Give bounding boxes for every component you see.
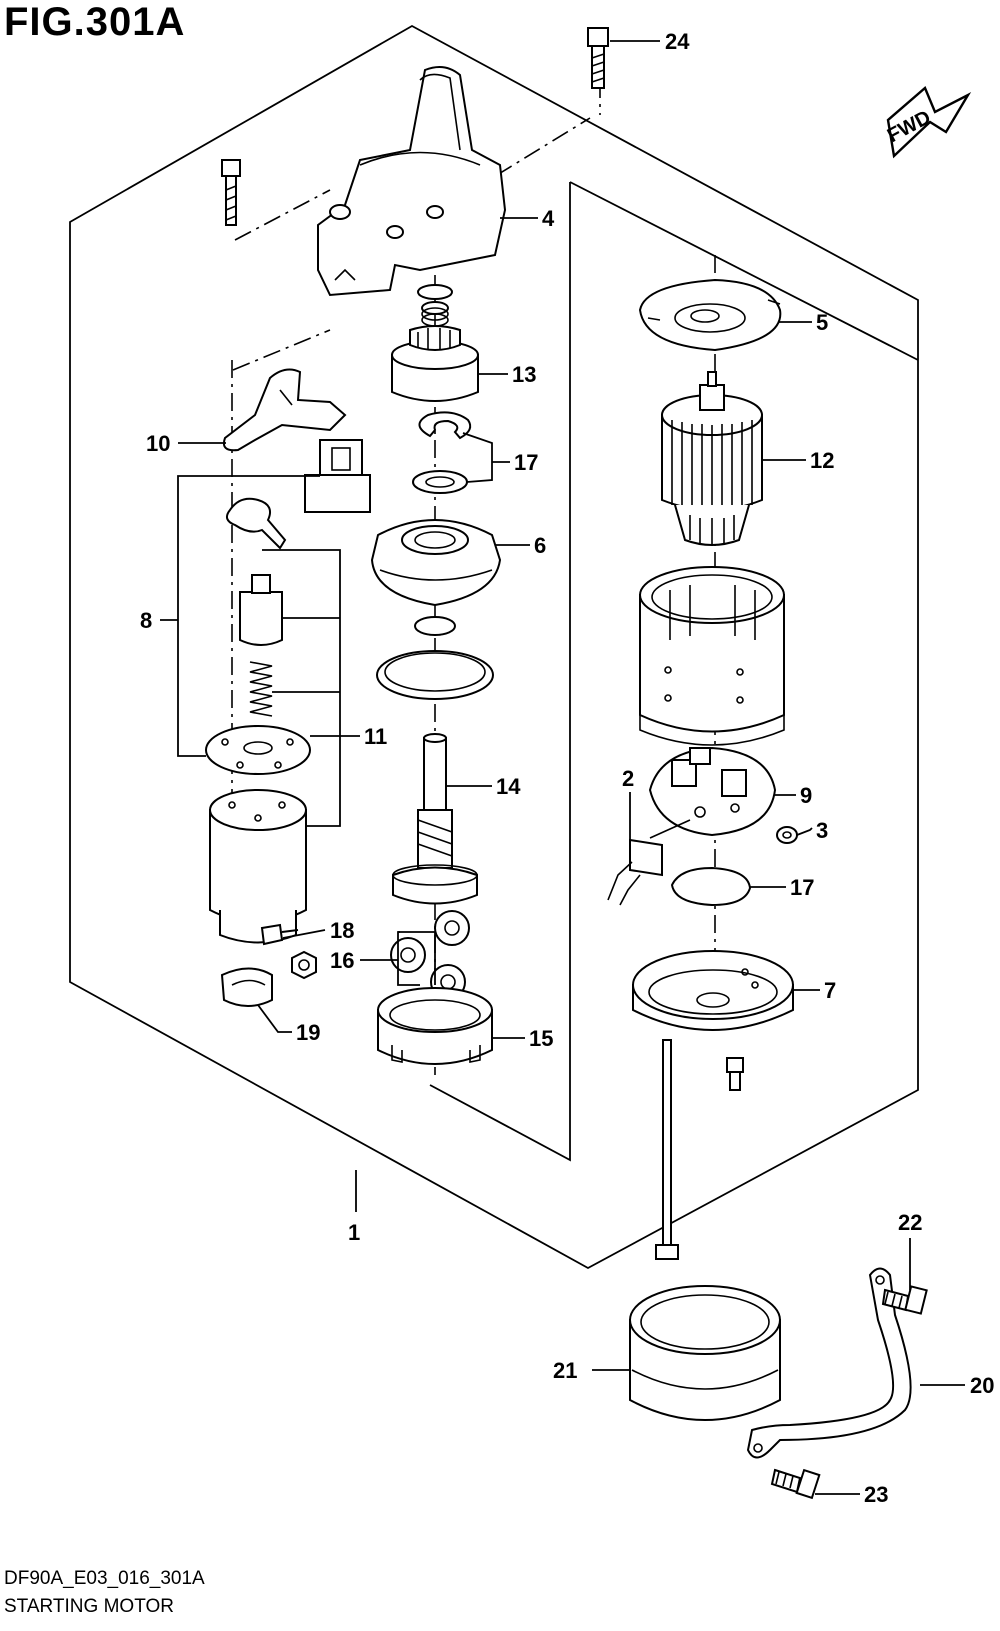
shift-lever-10 xyxy=(222,368,347,452)
internal-gear-15 xyxy=(377,987,493,1065)
pinion-clutch-13 xyxy=(391,325,479,402)
snap-ring-17 xyxy=(418,411,472,440)
brush-lead-wire xyxy=(225,497,287,550)
solenoid-body xyxy=(209,789,307,944)
brush-holder-9 xyxy=(648,746,777,837)
drive-housing-4 xyxy=(317,65,507,297)
figure-title: FIG.301A xyxy=(4,0,186,44)
end-frame-7 xyxy=(632,950,794,1031)
bolt-22 xyxy=(881,1285,928,1315)
figure-name: STARTING MOTOR xyxy=(4,1596,174,1617)
washer-17-lower xyxy=(670,866,752,907)
bolt-left xyxy=(221,159,241,226)
yoke xyxy=(639,566,785,746)
terminal-18 xyxy=(260,923,299,946)
callout-20: 20 xyxy=(970,1373,994,1398)
axis-lever xyxy=(232,329,331,371)
clip-19 xyxy=(220,967,273,1007)
screw-small xyxy=(726,1057,744,1091)
callout-22: 22 xyxy=(898,1210,922,1235)
nut-18 xyxy=(291,950,317,980)
callout-9: 9 xyxy=(800,783,812,808)
bracket-6 xyxy=(370,519,502,607)
band-21 xyxy=(629,1285,781,1421)
callout-1: 1 xyxy=(348,1220,360,1245)
bolt-23 xyxy=(770,1468,821,1500)
brush-block xyxy=(239,574,283,646)
callout-8: 8 xyxy=(140,608,152,633)
armature-12 xyxy=(661,371,763,546)
callout-14: 14 xyxy=(496,774,521,799)
callout-15: 15 xyxy=(529,1026,553,1051)
washer-17 xyxy=(412,470,468,494)
callout-3: 3 xyxy=(816,818,828,843)
plate-5 xyxy=(638,278,782,352)
callout-17-lower: 17 xyxy=(790,875,814,900)
callout-4: 4 xyxy=(542,206,555,231)
washer-under-6 xyxy=(414,616,456,636)
insulator-3 xyxy=(776,826,798,844)
shaft-14 xyxy=(392,733,478,905)
figure-code: DF90A_E03_016_301A xyxy=(4,1568,205,1589)
gasket xyxy=(376,650,494,700)
callout-21: 21 xyxy=(553,1358,577,1383)
lead-wire-2 xyxy=(607,819,691,906)
callout-23: 23 xyxy=(864,1482,888,1507)
callout-19: 19 xyxy=(296,1020,320,1045)
callout-2: 2 xyxy=(622,766,634,791)
brush-holder-small xyxy=(304,439,371,513)
bolt-24 xyxy=(587,27,609,89)
axis-top-link xyxy=(439,117,591,211)
leader-lines xyxy=(160,40,965,1495)
callout-17-upper: 17 xyxy=(514,450,538,475)
small-spring xyxy=(421,301,449,327)
callout-6: 6 xyxy=(534,533,546,558)
inner-boundary-top xyxy=(569,181,919,361)
axis-bolt-left xyxy=(234,189,331,241)
through-bolt xyxy=(655,1039,679,1260)
callout-5: 5 xyxy=(816,310,828,335)
fwd-arrow-icon: FWD xyxy=(884,86,972,159)
callout-13: 13 xyxy=(512,362,536,387)
callout-12: 12 xyxy=(810,448,834,473)
callout-11: 11 xyxy=(364,724,387,749)
callout-18: 18 xyxy=(330,918,354,943)
plate xyxy=(205,725,311,775)
spring xyxy=(249,661,273,717)
callout-24: 24 xyxy=(665,29,690,54)
small-ring xyxy=(417,284,453,300)
strap-20 xyxy=(746,1267,912,1459)
inner-boundary xyxy=(429,182,571,1162)
callout-10: 10 xyxy=(146,431,170,456)
callout-16: 16 xyxy=(330,948,354,973)
assembly-boundary xyxy=(69,24,919,1270)
callout-7: 7 xyxy=(824,978,836,1003)
